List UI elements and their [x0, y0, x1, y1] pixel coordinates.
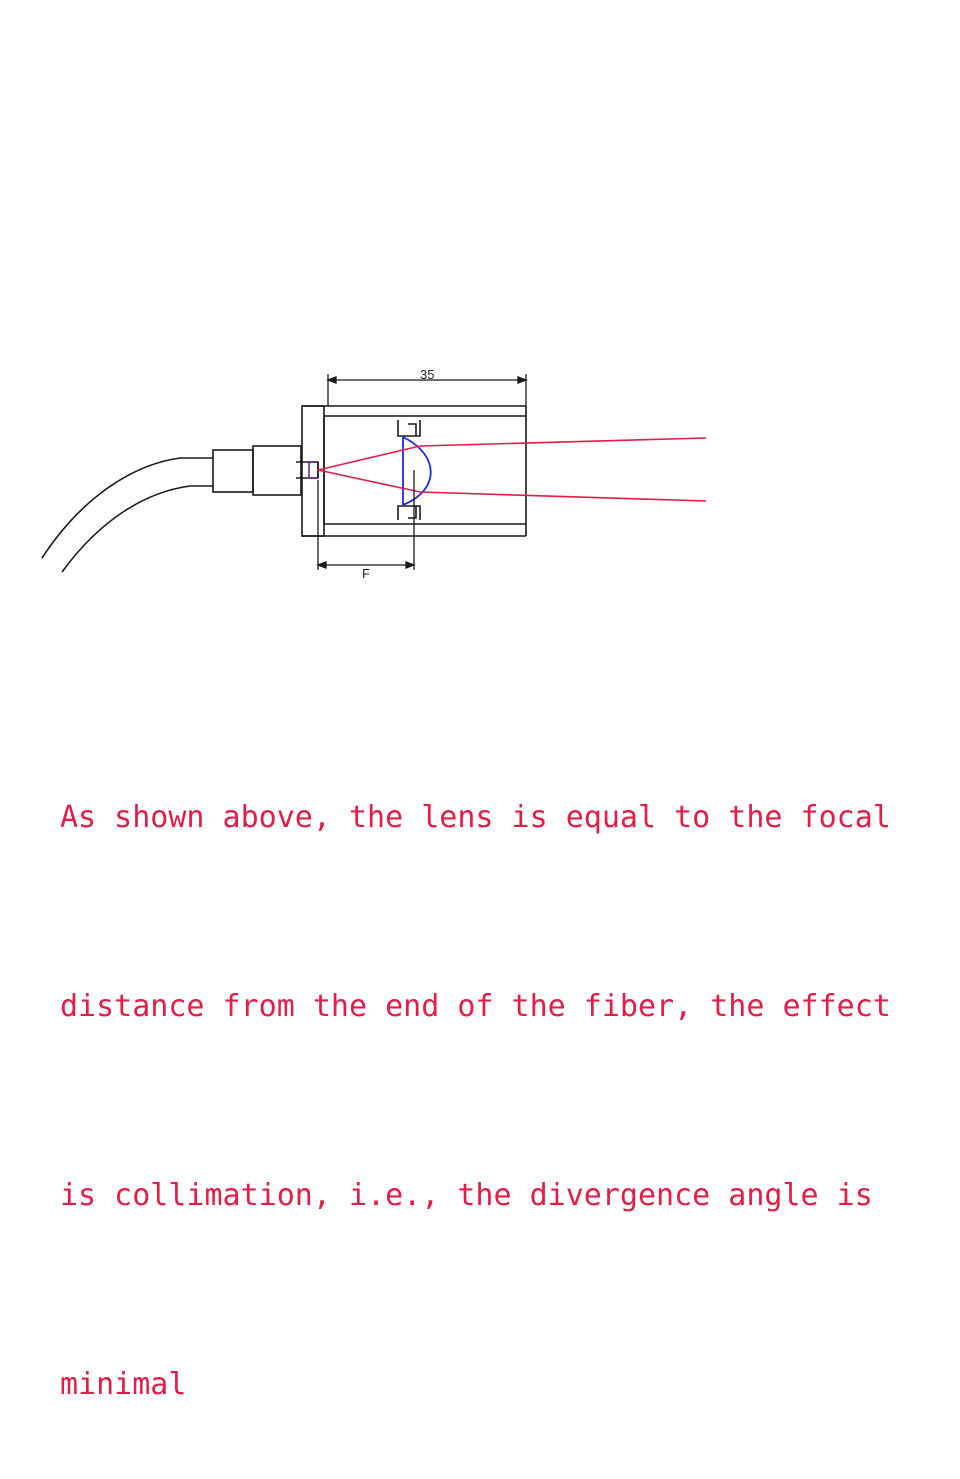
- laser-beam: [317, 437, 707, 502]
- caption-line-2: distance from the end of the fiber, the …: [60, 989, 891, 1024]
- collimator-diagram: 35 F: [41, 367, 707, 581]
- dimension-35-label: 35: [420, 367, 434, 382]
- caption-line-3: is collimation, i.e., the divergence ang…: [60, 1178, 873, 1213]
- dimension-f: [316, 470, 416, 570]
- caption: As shown above, the lens is equal to the…: [60, 660, 920, 1479]
- caption-line-4: minimal: [60, 1367, 187, 1402]
- fiber-cable: [41, 457, 213, 573]
- fiber-connector: [212, 445, 319, 496]
- dimension-f-label: F: [362, 566, 370, 581]
- lens-retainers: [397, 420, 421, 520]
- caption-line-1: As shown above, the lens is equal to the…: [60, 800, 891, 835]
- dimension-35: [326, 374, 528, 406]
